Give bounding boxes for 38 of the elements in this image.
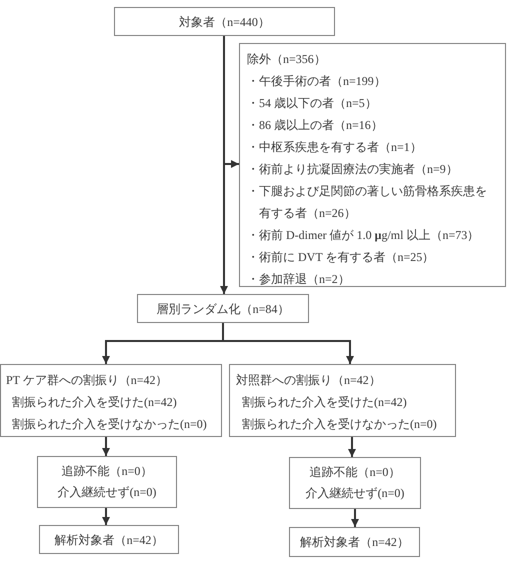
group-heading: 対照群への割振り（n=42） [236,372,382,389]
process-box [39,525,179,554]
node-label: 対象者（n=440） [179,14,270,30]
node-label: 解析対象者（n=42） [300,534,409,551]
arrow [102,437,110,456]
process-box [137,294,309,323]
process-box [289,527,420,557]
node-label: 介入継続せず(n=0) [306,485,404,502]
list-item: ・86 歳以上の者（n=16） [247,117,384,134]
process-box [229,364,456,437]
process-box [114,7,335,36]
arrow [222,323,354,364]
node-label: 追跡不能（n=0） [310,464,400,481]
process-box [239,43,506,287]
process-box [37,456,177,508]
arrow [348,437,356,457]
process-box [289,457,421,509]
arrow [220,36,228,294]
arrow [102,508,110,525]
list-item: ・術前に DVT を有する者（n=25） [247,249,436,266]
list-item: ・参加辞退（n=2） [247,271,351,288]
list-item: ・術前 D-dimer 値が 1.0 μg/ml 以上（n=73） [247,227,480,244]
node-label: 追跡不能（n=0） [62,463,152,480]
node-label: 割振られた介入を受けなかった(n=0) [11,416,208,433]
node-label: 解析対象者（n=42） [54,532,164,548]
node-label: 割振られた介入を受けた(n=42) [11,394,178,411]
list-item: ・午後手術の者（n=199） [247,73,387,90]
node-label: 割振られた介入を受けた(n=42) [241,394,408,411]
list-item: ・術前より抗凝固療法の実施者（n=9） [247,161,459,178]
process-box [0,364,222,437]
list-item: ・中枢系疾患を有する者（n=1） [247,139,423,156]
list-heading: 除外（n=356） [247,51,327,68]
node-label: 層別ランダム化（n=84） [156,300,290,318]
group-heading: PT ケア群への割振り（n=42） [6,372,169,389]
list-item: ・54 歳以下の者（n=5） [247,95,378,112]
node-label: 介入継続せず(n=0) [58,484,156,501]
node-label: 割振られた介入を受けなかった(n=0) [241,416,438,433]
arrow [351,509,359,527]
